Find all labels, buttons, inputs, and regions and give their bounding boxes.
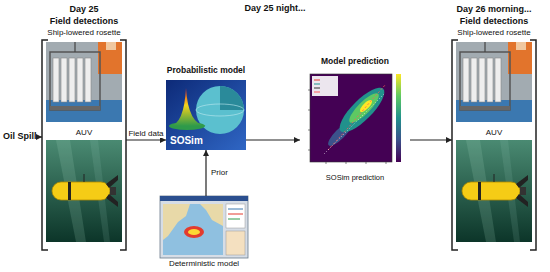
flow-arrow — [205, 150, 206, 196]
text-slot: Field detections — [460, 16, 529, 26]
panel-line — [228, 214, 243, 215]
photo-box: Ship-lowered rosette — [456, 42, 532, 122]
text-slot: Day 26 morning... — [456, 4, 531, 14]
detection-panel: Day 26 morning...Field detectionsShip-lo… — [452, 40, 536, 250]
legend-sample — [314, 80, 320, 81]
track-line — [324, 94, 384, 154]
text-slot: AUV — [76, 128, 92, 137]
sphere-ring — [196, 104, 244, 116]
spill-core — [188, 229, 200, 235]
text-slot: AUV — [486, 128, 502, 137]
node-heading: Model prediction — [321, 57, 389, 67]
flow-arrow — [410, 139, 452, 140]
text-slot: Probabilistic model — [167, 66, 245, 76]
text-slot: SOSim prediction — [326, 174, 384, 183]
diagram-title: Day 25 night... — [244, 3, 305, 13]
prediction-plot — [308, 74, 401, 164]
probability-peak — [170, 88, 206, 126]
density — [334, 82, 391, 139]
flow-arrow — [126, 139, 166, 140]
side-panel — [226, 231, 245, 255]
node-heading: Ship-lowered rosette — [47, 28, 120, 37]
node-text: SOSim prediction — [326, 174, 384, 183]
node-heading: AUV — [76, 128, 92, 137]
node-heading: AUV — [486, 128, 502, 137]
axis-ticks — [308, 90, 386, 164]
photo-box: Ship-lowered rosette — [46, 42, 122, 122]
bracket — [530, 40, 536, 250]
photo-box: AUV — [46, 140, 122, 242]
panel-line — [228, 209, 243, 210]
colorbar — [396, 74, 401, 162]
text-slot: SOSim — [170, 135, 203, 147]
node-text: SOSim — [170, 135, 203, 147]
bracket — [452, 40, 458, 250]
node-text: Field detections — [50, 16, 119, 26]
spill-area — [184, 226, 204, 238]
flow-arrow — [37, 136, 42, 137]
text-slot: Day 25 — [69, 4, 98, 14]
density — [346, 90, 383, 127]
text-slot: Ship-lowered rosette — [47, 28, 120, 37]
photo-box: AUV — [456, 140, 532, 242]
node-heading: Day 26 morning... — [456, 4, 531, 14]
flow-arrow — [246, 139, 300, 140]
plot-area — [310, 74, 392, 162]
legend-sample — [314, 84, 320, 85]
auv-photo — [456, 140, 532, 242]
sosim-graphic — [166, 80, 246, 150]
text-slot: Field detections — [50, 16, 119, 26]
plot-box: Model predictionSOSim prediction — [300, 70, 410, 172]
edge-label: Field data — [127, 129, 164, 138]
bracket — [42, 40, 48, 250]
legend-sample — [314, 92, 320, 93]
text-slot: Model prediction — [321, 57, 389, 67]
map-land — [200, 204, 223, 226]
graphic-ground — [166, 80, 246, 150]
text-slot: Oil Spill — [3, 131, 37, 141]
node-text: Field detections — [460, 16, 529, 26]
node-heading: Probabilistic model — [167, 66, 245, 76]
text-slot: Deterministic model — [169, 259, 239, 268]
side-panel — [226, 204, 245, 228]
node-text: Oil Spill — [3, 131, 37, 141]
detection-panel: Day 25Field detectionsShip-lowered roset… — [42, 40, 126, 250]
map-sea — [163, 204, 223, 255]
title-bar — [160, 196, 248, 201]
sphere-wedge — [220, 86, 244, 110]
node-heading: Day 25 — [69, 4, 98, 14]
model-box: Probabilistic modelSOSim — [166, 80, 246, 150]
window — [160, 196, 248, 258]
rosette-photo — [46, 42, 122, 122]
model-box: Deterministic model — [160, 196, 248, 258]
plot-legend — [312, 76, 338, 96]
node-heading: Ship-lowered rosette — [457, 28, 530, 37]
edge-label: Prior — [210, 168, 229, 177]
start-label: Oil Spill — [2, 131, 37, 141]
legend-sample — [314, 88, 320, 89]
model-screenshot — [160, 196, 248, 258]
text-slot: Ship-lowered rosette — [457, 28, 530, 37]
bracket — [120, 40, 126, 250]
auv-photo — [46, 140, 122, 242]
panel-line — [228, 219, 240, 220]
rosette-photo — [456, 42, 532, 122]
node-heading: Deterministic model — [169, 259, 239, 268]
